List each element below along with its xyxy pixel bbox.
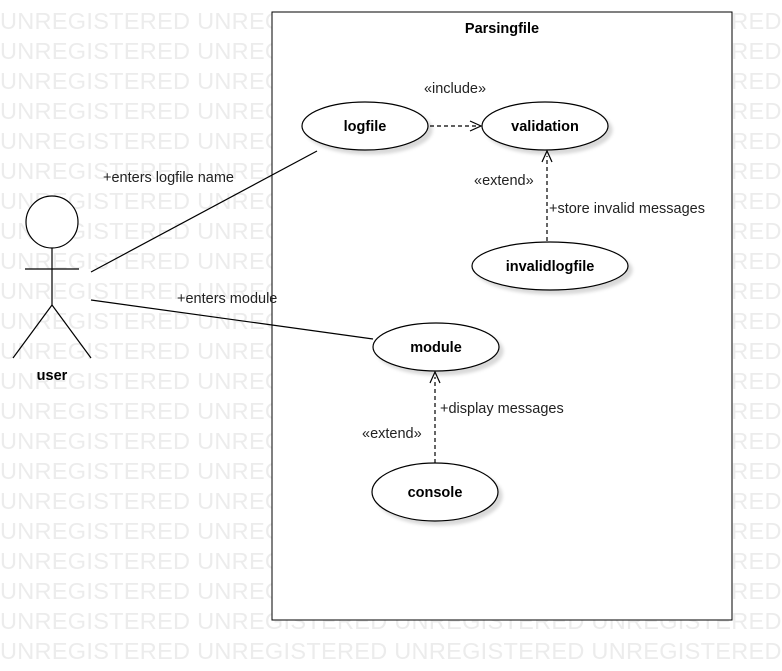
association-label-enters-logfile-name: +enters logfile name — [103, 170, 234, 186]
use-case-console[interactable]: console — [371, 462, 499, 522]
use-case-console-label: console — [408, 485, 463, 501]
extend-label-store-invalid-messages: +store invalid messages — [549, 201, 705, 217]
actor-user[interactable] — [12, 195, 92, 359]
include-stereotype: «include» — [424, 81, 486, 97]
use-case-logfile-label: logfile — [344, 119, 387, 135]
extend-stereotype-module: «extend» — [362, 426, 422, 442]
include-arrow-head — [469, 120, 483, 132]
extend-stereotype-validation: «extend» — [474, 173, 534, 189]
actor-left-leg — [12, 304, 53, 359]
use-case-invalidlogfile[interactable]: invalidlogfile — [471, 241, 629, 291]
extend-label-display-messages: +display messages — [440, 401, 564, 417]
association-logfile[interactable] — [90, 150, 318, 273]
association-label-enters-module: +enters module — [177, 291, 277, 307]
association-module[interactable] — [90, 299, 374, 340]
use-case-module[interactable]: module — [372, 322, 500, 372]
use-case-invalidlogfile-label: invalidlogfile — [506, 259, 595, 275]
actor-head — [25, 195, 79, 249]
extend-arrow-validation-head — [541, 149, 553, 163]
use-case-validation-label: validation — [511, 119, 579, 135]
use-case-logfile[interactable]: logfile — [301, 101, 429, 151]
actor-right-leg — [51, 304, 92, 359]
use-case-module-label: module — [410, 340, 462, 356]
extend-arrow-module-head — [429, 370, 441, 384]
use-case-validation[interactable]: validation — [481, 101, 609, 151]
actor-name: user — [37, 368, 68, 384]
system-title: Parsingfile — [465, 21, 539, 37]
